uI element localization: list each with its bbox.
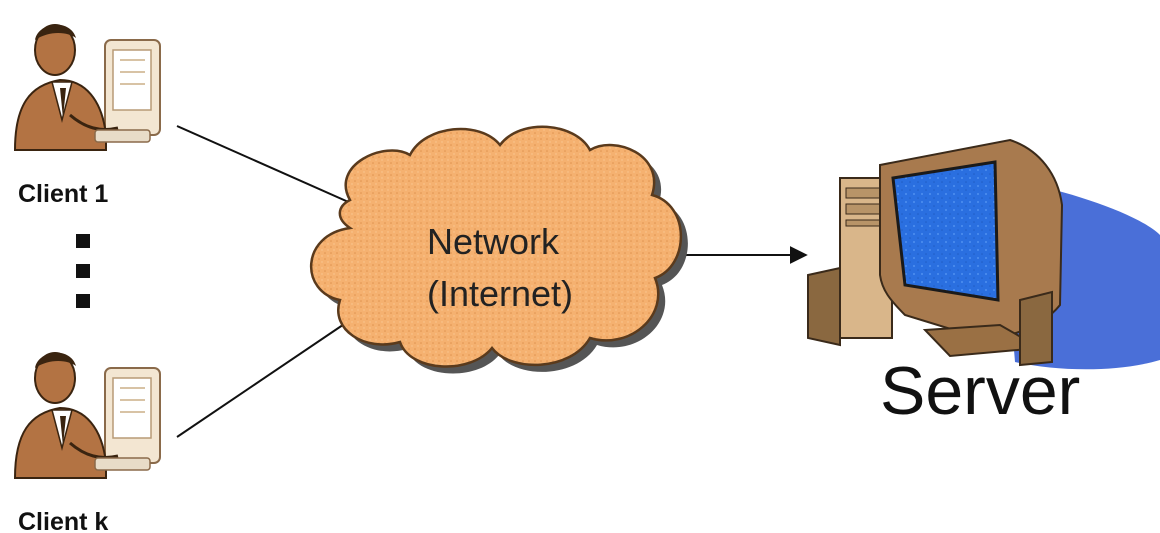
desktop-computer-icon	[807, 138, 1160, 370]
client-1-node: Client 1	[13, 24, 161, 208]
arrow-client-k-to-network	[176, 308, 367, 438]
person-at-computer-icon	[13, 24, 161, 151]
client-1-label: Client 1	[18, 180, 108, 208]
server-label: Server	[880, 353, 1080, 429]
network-label-line2: (Internet)	[427, 273, 573, 314]
client-k-label: Client k	[18, 508, 108, 533]
vertical-dots-icon	[76, 234, 90, 308]
cloud-icon	[309, 125, 688, 374]
network-label-line1: Network	[427, 221, 560, 262]
person-at-computer-icon	[13, 352, 161, 479]
client-k-node: Client k	[13, 352, 161, 533]
